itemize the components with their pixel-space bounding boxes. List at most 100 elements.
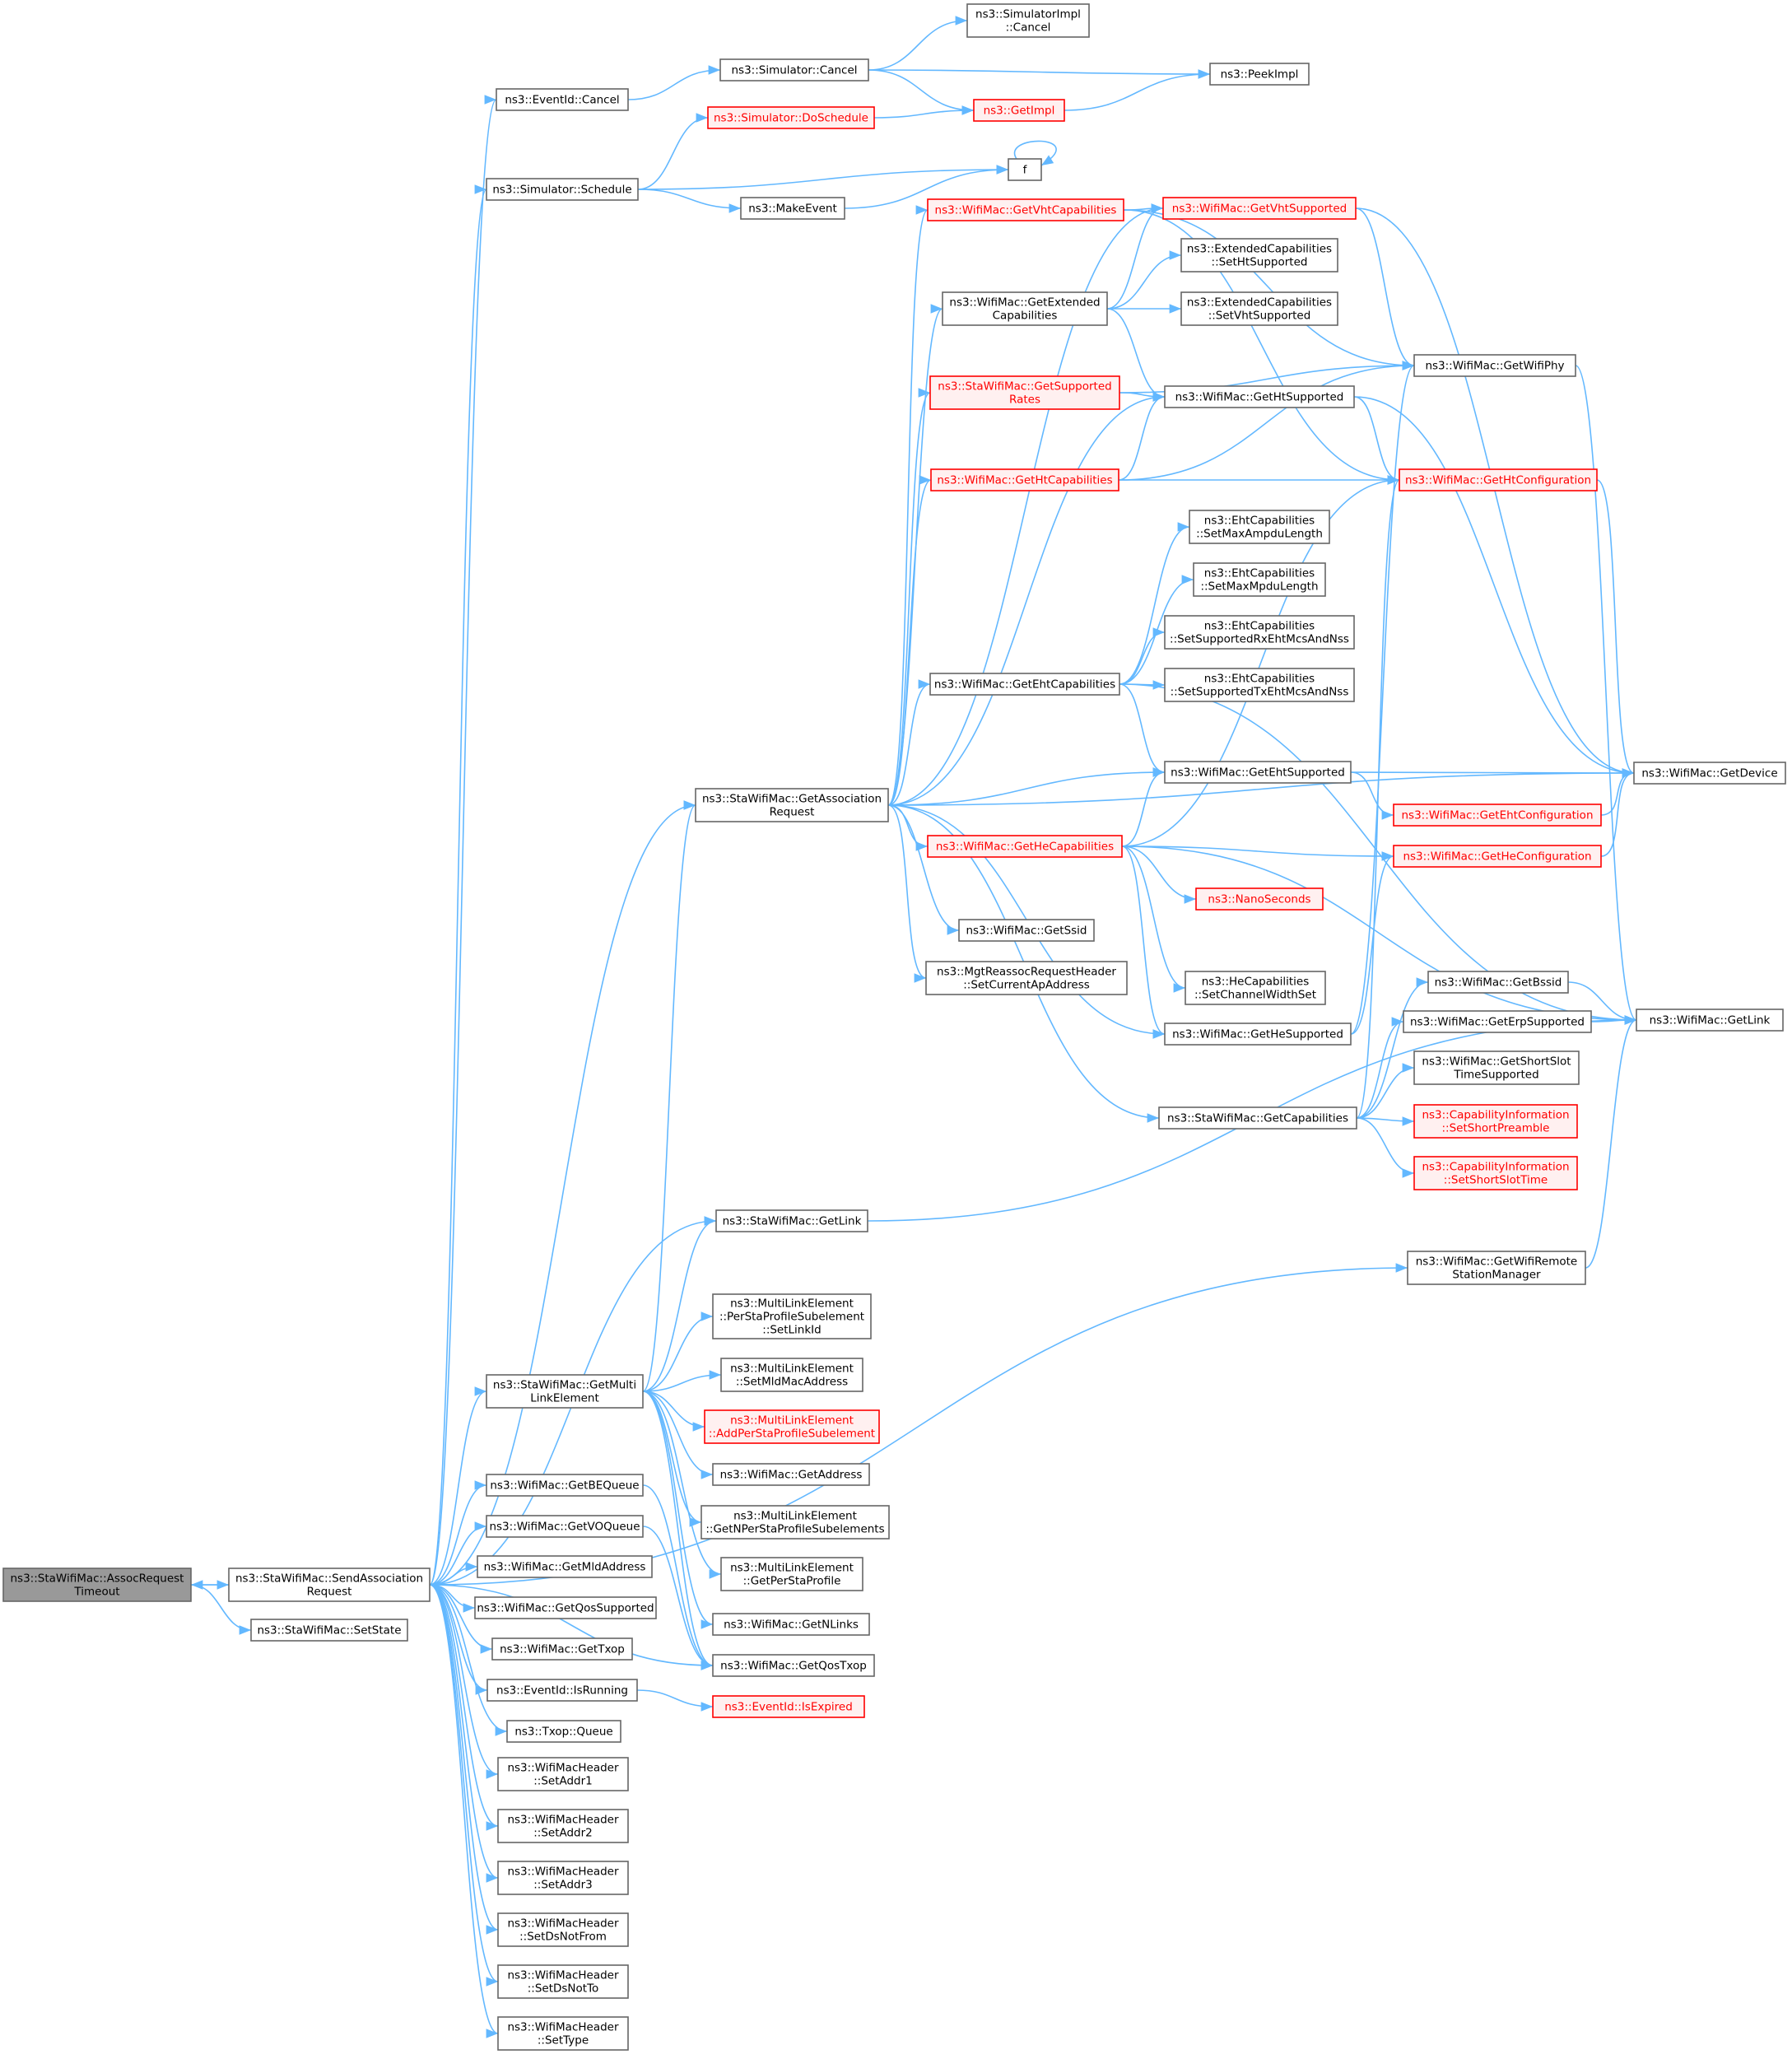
node-nanosec[interactable]: ns3::NanoSeconds <box>1195 887 1324 911</box>
node-txopqueue[interactable]: ns3::Txop::Queue <box>506 1720 621 1743</box>
node-ehtmaxmpdu[interactable]: ns3::EhtCapabilities::SetMaxMpduLength <box>1193 562 1326 597</box>
node-simschedule[interactable]: ns3::Simulator::Schedule <box>486 178 639 201</box>
node-gethtsup[interactable]: ns3::WifiMac::GetHtSupported <box>1164 385 1355 408</box>
node-gethtconf[interactable]: ns3::WifiMac::GetHtConfiguration <box>1399 468 1598 491</box>
node-setaddr2[interactable]: ns3::WifiMacHeader::SetAddr2 <box>497 1809 629 1843</box>
edge-simschedule-to-f <box>637 165 1009 190</box>
node-setdsnotto[interactable]: ns3::WifiMacHeader::SetDsNotTo <box>497 1964 629 1999</box>
node-evcancel[interactable]: ns3::EventId::Cancel <box>496 88 629 111</box>
node-box <box>1393 845 1602 868</box>
node-setdsnotfrom[interactable]: ns3::WifiMacHeader::SetDsNotFrom <box>497 1912 629 1947</box>
node-getehtcap[interactable]: ns3::WifiMac::GetEhtCapabilities <box>929 673 1120 696</box>
node-mgtreassoc[interactable]: ns3::MgtReassocRequestHeader::SetCurrent… <box>925 961 1128 995</box>
node-getheconf[interactable]: ns3::WifiMac::GetHeConfiguration <box>1393 845 1602 868</box>
node-getcaps[interactable]: ns3::StaWifiMac::GetCapabilities <box>1158 1106 1357 1130</box>
edge-send-to-setaddr2 <box>429 1584 499 1831</box>
node-label: ns3::PeekImpl <box>1221 68 1299 82</box>
node-label: ::SetSupportedTxEhtMcsAndNss <box>1171 686 1349 699</box>
node-f[interactable]: f <box>1008 158 1042 181</box>
node-label: ns3::WifiMac::GetEhtConfiguration <box>1401 809 1593 822</box>
node-getnlinks[interactable]: ns3::WifiMac::GetNLinks <box>712 1613 870 1636</box>
node-setstate[interactable]: ns3::StaWifiMac::SetState <box>250 1619 408 1642</box>
node-peekimpl[interactable]: ns3::PeekImpl <box>1209 63 1310 86</box>
node-getqostxop[interactable]: ns3::WifiMac::GetQosTxop <box>712 1654 875 1677</box>
node-getersup[interactable]: ns3::WifiMac::GetErpSupported <box>1403 1010 1592 1033</box>
node-getssid[interactable]: ns3::WifiMac::GetSsid <box>958 919 1095 942</box>
node-ehtrx[interactable]: ns3::EhtCapabilities::SetSupportedRxEhtM… <box>1164 615 1355 650</box>
node-label: ns3::WifiMac::GetVhtCapabilities <box>935 204 1117 217</box>
node-setshortpre[interactable]: ns3::CapabilityInformation::SetShortPrea… <box>1413 1104 1578 1139</box>
node-box <box>1636 1009 1784 1032</box>
node-getremote[interactable]: ns3::WifiMac::GetWifiRemoteStationManage… <box>1407 1251 1586 1285</box>
node-box <box>506 1720 621 1743</box>
node-box <box>929 375 1120 410</box>
node-gethesup[interactable]: ns3::WifiMac::GetHeSupported <box>1164 1023 1352 1046</box>
node-label: ::SetMaxAmpduLength <box>1196 528 1323 541</box>
node-label: ns3::Simulator::Schedule <box>492 184 631 197</box>
node-box <box>1164 761 1352 784</box>
node-getdevice[interactable]: ns3::WifiMac::GetDevice <box>1633 762 1786 785</box>
node-label: ns3::WifiMac::GetShortSlot <box>1422 1055 1571 1069</box>
node-setaddr1[interactable]: ns3::WifiMacHeader::SetAddr1 <box>497 1757 629 1791</box>
node-isexpired[interactable]: ns3::EventId::IsExpired <box>712 1695 865 1718</box>
node-gettxop[interactable]: ns3::WifiMac::GetTxop <box>491 1637 633 1661</box>
node-ehttx[interactable]: ns3::EhtCapabilities::SetSupportedTxEhtM… <box>1164 668 1355 702</box>
node-label: ns3::ExtendedCapabilities <box>1187 243 1332 256</box>
node-mladdper[interactable]: ns3::MultiLinkElement::AddPerStaProfileS… <box>704 1409 880 1444</box>
node-getbeq[interactable]: ns3::WifiMac::GetBEQueue <box>486 1474 644 1497</box>
node-label: ::SetShortPreamble <box>1441 1122 1549 1135</box>
node-getvhtsup[interactable]: ns3::WifiMac::GetVhtSupported <box>1162 197 1357 220</box>
edge-gethtcap-to-getwifiphy <box>1118 361 1415 481</box>
node-getwifiphy[interactable]: ns3::WifiMac::GetWifiPhy <box>1413 354 1576 377</box>
node-doschedule[interactable]: ns3::Simulator::DoSchedule <box>707 106 875 129</box>
node-setshortslot[interactable]: ns3::CapabilityInformation::SetShortSlot… <box>1413 1156 1578 1190</box>
node-label: ::SetType <box>538 2034 589 2047</box>
nodes-layer: ns3::StaWifiMac::AssocRequestTimeoutns3:… <box>2 3 1786 2051</box>
node-extsetht[interactable]: ns3::ExtendedCapabilities::SetHtSupporte… <box>1180 238 1338 273</box>
edge-gethtsup-to-gethtconf <box>1353 396 1400 485</box>
node-gethecap[interactable]: ns3::WifiMac::GetHeCapabilities <box>927 835 1123 858</box>
node-getehtsup[interactable]: ns3::WifiMac::GetEhtSupported <box>1164 761 1352 784</box>
node-isrunning[interactable]: ns3::EventId::IsRunning <box>486 1679 638 1702</box>
edge-getmultilink-to-getassoc <box>642 800 696 1392</box>
node-getvhtcap[interactable]: ns3::WifiMac::GetVhtCapabilities <box>927 198 1124 221</box>
node-simimplcancel[interactable]: ns3::SimulatorImpl::Cancel <box>966 3 1090 38</box>
node-mlsetmld[interactable]: ns3::MultiLinkElement::SetMldMacAddress <box>720 1358 863 1392</box>
node-getaddress[interactable]: ns3::WifiMac::GetAddress <box>712 1463 870 1486</box>
node-getqossup[interactable]: ns3::WifiMac::GetQosSupported <box>474 1596 657 1619</box>
node-getmld[interactable]: ns3::WifiMac::GetMldAddress <box>477 1555 653 1578</box>
node-simcancel[interactable]: ns3::Simulator::Cancel <box>719 58 869 82</box>
node-getbssid[interactable]: ns3::WifiMac::GetBssid <box>1427 971 1569 994</box>
node-box <box>1180 291 1338 326</box>
node-setaddr3[interactable]: ns3::WifiMacHeader::SetAddr3 <box>497 1861 629 1895</box>
node-getimpl[interactable]: ns3::GetImpl <box>973 99 1065 122</box>
node-gethtcap[interactable]: ns3::WifiMac::GetHtCapabilities <box>930 468 1119 491</box>
edge-getvhtcap-to-getwifiphy <box>1123 209 1415 370</box>
node-stagetlink[interactable]: ns3::StaWifiMac::GetLink <box>715 1209 868 1232</box>
node-label: ns3::WifiMac::GetExtended <box>949 296 1100 310</box>
node-settype[interactable]: ns3::WifiMacHeader::SetType <box>497 2016 629 2051</box>
edge-getwifiphy-to-getlinkmac <box>1575 365 1637 1025</box>
node-mlsetlinkid[interactable]: ns3::MultiLinkElement::PerStaProfileSube… <box>712 1293 872 1339</box>
node-mlgetper[interactable]: ns3::MultiLinkElement::GetPerStaProfile <box>720 1557 863 1591</box>
node-mlgetn[interactable]: ns3::MultiLinkElement::GetNPerStaProfile… <box>701 1505 890 1540</box>
node-ehtmaxampdu[interactable]: ns3::EhtCapabilities::SetMaxAmpduLength <box>1189 510 1330 544</box>
edge-getcaps-to-getshortslot <box>1356 1063 1415 1119</box>
node-makeevent[interactable]: ns3::MakeEvent <box>740 197 845 220</box>
node-extsetvht[interactable]: ns3::ExtendedCapabilities::SetVhtSupport… <box>1180 291 1338 326</box>
node-label: Request <box>307 1586 352 1599</box>
node-hechwidth[interactable]: ns3::HeCapabilities::SetChannelWidthSet <box>1185 971 1326 1005</box>
node-label: ns3::WifiMac::GetHtCapabilities <box>937 474 1112 487</box>
node-box <box>930 468 1119 491</box>
node-getvoq[interactable]: ns3::WifiMac::GetVOQueue <box>486 1515 644 1538</box>
node-getlinkmac[interactable]: ns3::WifiMac::GetLink <box>1636 1009 1784 1032</box>
node-getehtconf[interactable]: ns3::WifiMac::GetEhtConfiguration <box>1393 804 1602 827</box>
edge-gethecap-to-gethesup <box>1121 845 1166 1039</box>
